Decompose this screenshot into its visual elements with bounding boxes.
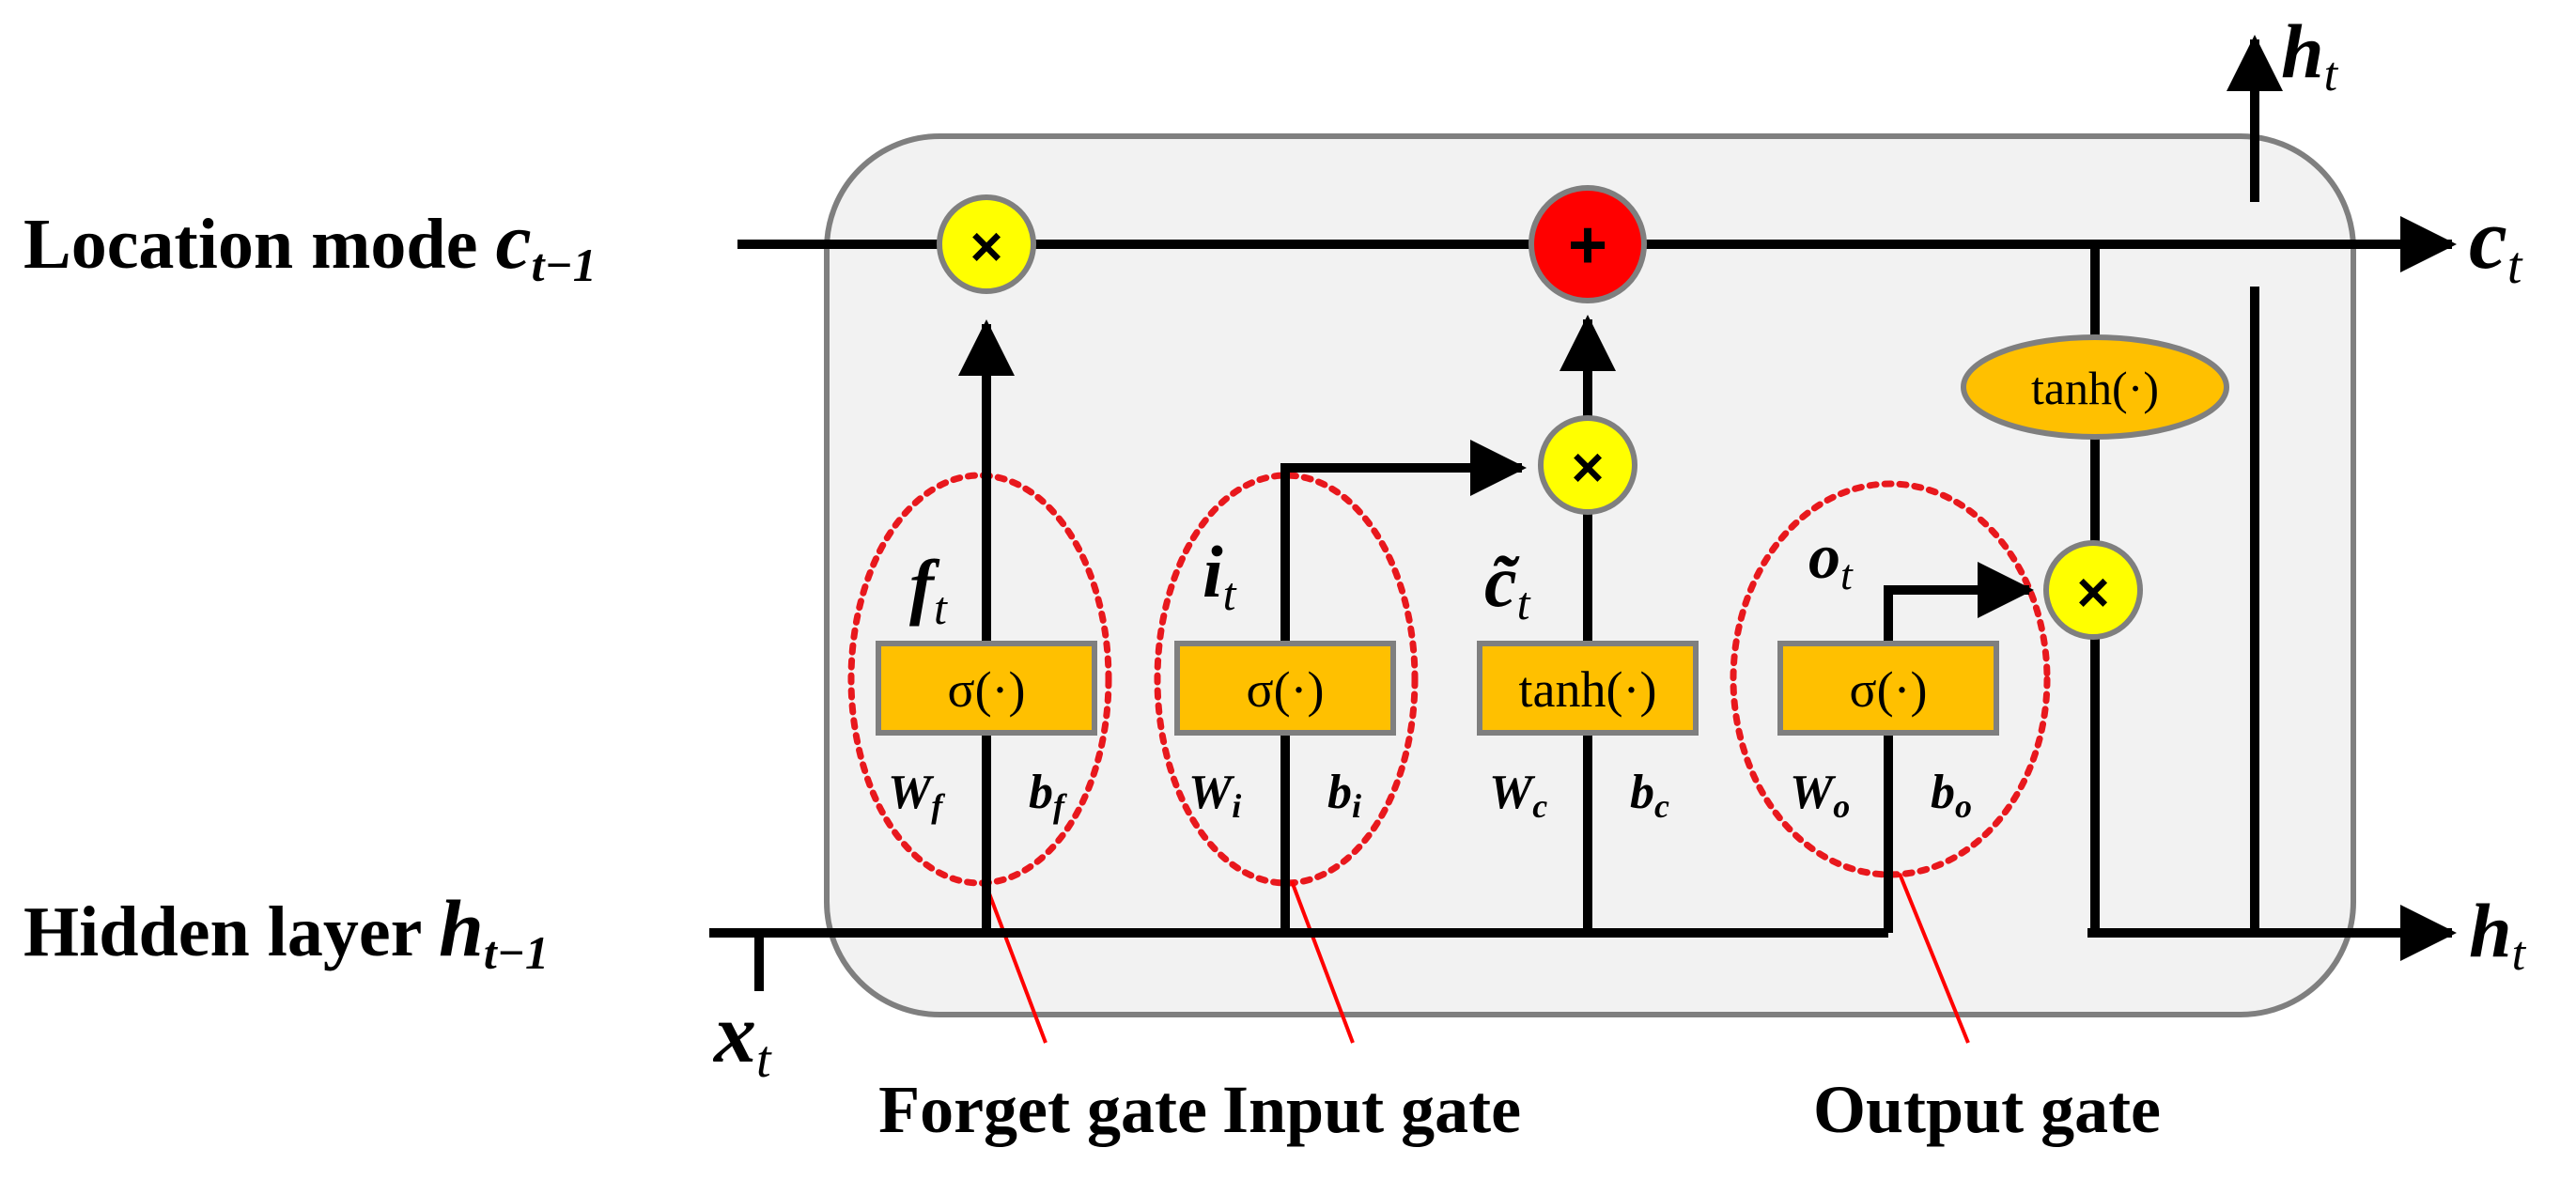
cell-add-op: + (1529, 185, 1647, 303)
hidden-input-label: Hidden layer ht−1 (23, 883, 549, 979)
cell-state-output-label: ct (2469, 191, 2523, 295)
hidden-output-branch (2090, 629, 2100, 938)
input-gate-label: Input gate (1222, 1072, 1521, 1147)
input-signal-label: it (1203, 531, 1237, 620)
svg-text:σ(·): σ(·) (1246, 661, 1324, 718)
forget-multiply-op: × (937, 194, 1036, 294)
output-path (1884, 562, 2034, 933)
input-weight-label: Wi (1188, 766, 1241, 825)
hidden-top-output-label: ht (2281, 8, 2339, 101)
input-path (1280, 440, 1527, 933)
input-multiply-op: × (1538, 415, 1637, 515)
candidate-tanh-box: tanh(·) (1477, 641, 1699, 736)
candidate-weight-label: Wc (1489, 766, 1547, 825)
forget-gate-ring (847, 472, 1112, 887)
svg-text:σ(·): σ(·) (1849, 661, 1927, 718)
svg-text:×: × (1571, 436, 1604, 499)
forget-weight-label: Wf (888, 766, 945, 825)
input-x-label: xt (712, 987, 772, 1089)
output-sigmoid-box: σ(·) (1777, 641, 1999, 736)
hidden-right-output-label: ht (2469, 888, 2527, 981)
input-sigmoid-box: σ(·) (1174, 641, 1396, 736)
output-gate-label: Output gate (1813, 1072, 2161, 1147)
svg-text:+: + (1568, 208, 1607, 283)
svg-text:tanh(·): tanh(·) (1519, 661, 1657, 718)
candidate-signal-label: c̃t (1484, 540, 1531, 629)
candidate-bias-label: bc (1630, 766, 1669, 825)
cell-output-tanh-ellipse: tanh(·) (1961, 334, 2229, 440)
output-multiply-op: × (2043, 540, 2143, 640)
forget-bias-label: bf (1029, 766, 1067, 825)
svg-text:tanh(·): tanh(·) (2031, 362, 2159, 414)
forget-signal-label: ft (909, 545, 948, 634)
forget-gate-pointer (983, 880, 1047, 1044)
cell-state-input-label: Location mode ct−1 (23, 195, 597, 291)
output-gate-pointer (1898, 873, 1970, 1044)
forget-gate-label: Forget gate (878, 1072, 1207, 1147)
forget-sigmoid-box: σ(·) (876, 641, 1097, 736)
svg-text:×: × (2076, 561, 2109, 624)
input-gate-pointer (1290, 880, 1355, 1044)
output-signal-label: ot (1808, 520, 1854, 598)
input-bias-label: bi (1327, 766, 1361, 825)
svg-text:σ(·): σ(·) (947, 661, 1025, 718)
output-bias-label: bo (1931, 766, 1972, 825)
svg-text:×: × (970, 215, 1002, 278)
output-weight-label: Wo (1790, 766, 1850, 825)
